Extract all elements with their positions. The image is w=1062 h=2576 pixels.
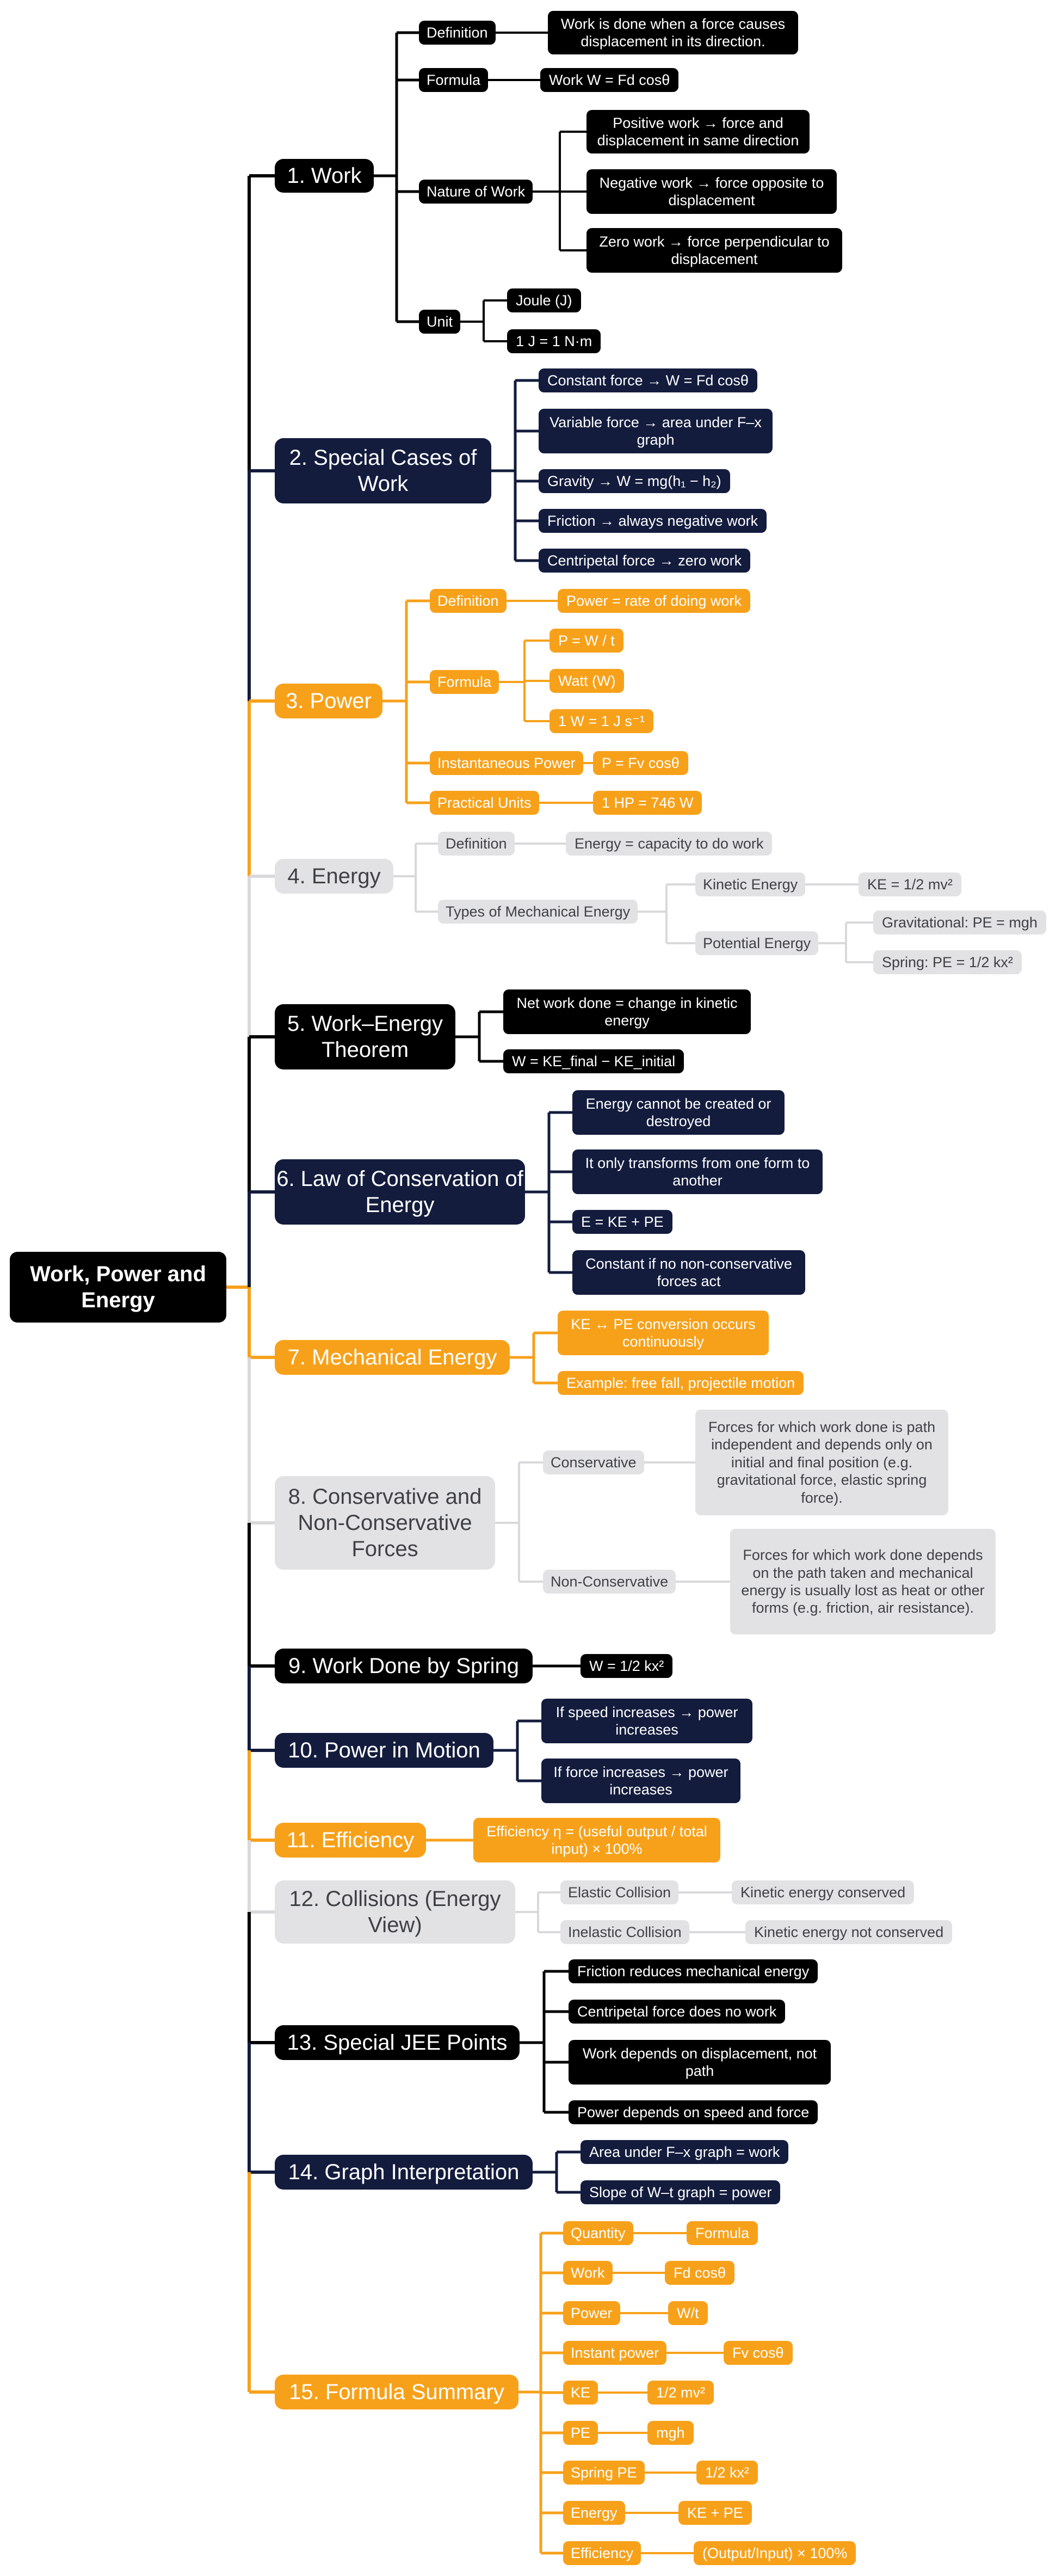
example-free-fall-text[interactable]: Example: free fall, projectile motion [558, 1371, 804, 1395]
watt-text[interactable]: Watt (W) [549, 669, 625, 693]
horsepower-text[interactable]: 1 HP = 746 W [593, 791, 702, 815]
ke-pe-conversion-text[interactable]: KE ↔ PE conversion occurs continuously [558, 1311, 769, 1355]
practical-units-label[interactable]: Practical Units [430, 791, 539, 815]
negative-work-text[interactable]: Negative work → force opposite to displa… [586, 169, 837, 214]
topic-formula-summary[interactable]: 15. Formula Summary [275, 2375, 518, 2409]
summary-efficiency-label[interactable]: Efficiency [563, 2541, 641, 2565]
summary-instant-power-formula[interactable]: Fv cosθ [724, 2341, 793, 2365]
summary-energy-label[interactable]: Energy [563, 2501, 625, 2525]
summary-formula-header[interactable]: Formula [687, 2221, 758, 2245]
summary-spring-pe-label[interactable]: Spring PE [563, 2461, 645, 2485]
speed-power-text[interactable]: If speed increases → power increases [541, 1699, 752, 1743]
gravity-work-text[interactable]: Gravity → W = mg(h₁ − h₂) [539, 469, 730, 493]
watt-definition-text[interactable]: 1 W = 1 J s⁻¹ [549, 709, 654, 733]
summary-ke-formula[interactable]: 1/2 mv² [647, 2381, 714, 2405]
summary-instant-power-label[interactable]: Instant power [563, 2341, 667, 2365]
joule-definition-text[interactable]: 1 J = 1 N·m [507, 329, 601, 353]
zero-work-text[interactable]: Zero work → force perpendicular to displ… [586, 228, 842, 273]
elastic-collision-label[interactable]: Elastic Collision [560, 1880, 679, 1904]
efficiency-formula[interactable]: Efficiency η = (useful output / total in… [473, 1818, 720, 1862]
topic-special-jee-points[interactable]: 13. Special JEE Points [275, 2025, 520, 2060]
positive-work-text[interactable]: Positive work → force and displacement i… [586, 110, 810, 153]
summary-work-formula[interactable]: Fd cosθ [665, 2261, 735, 2285]
inelastic-collision-text[interactable]: Kinetic energy not conserved [745, 1920, 953, 1944]
energy-transforms-text[interactable]: It only transforms from one form to anot… [572, 1149, 823, 1194]
non-conservative-description[interactable]: Forces for which work done depends on th… [730, 1529, 996, 1634]
topic-work-energy-theorem[interactable]: 5. Work–Energy Theorem [275, 1004, 455, 1069]
topic-conservative-forces[interactable]: 8. Conservative and Non-Conservative For… [275, 1476, 495, 1570]
slope-graph-text[interactable]: Slope of W–t graph = power [581, 2180, 781, 2204]
constant-force-text[interactable]: Constant force → W = Fd cosθ [539, 368, 757, 392]
power-formula-text[interactable]: P = W / t [549, 629, 623, 653]
topic-efficiency[interactable]: 11. Efficiency [275, 1823, 426, 1858]
non-conservative-label[interactable]: Non-Conservative [543, 1570, 676, 1594]
friction-work-text[interactable]: Friction → always negative work [539, 509, 767, 533]
joule-text[interactable]: Joule (J) [507, 288, 581, 312]
instantaneous-power-text[interactable]: P = Fv cosθ [593, 751, 688, 775]
summary-quantity-header[interactable]: Quantity [563, 2221, 633, 2245]
work-displacement-text[interactable]: Work depends on displacement, not path [569, 2040, 831, 2085]
summary-efficiency-formula[interactable]: (Output/Input) × 100% [694, 2541, 856, 2565]
instantaneous-power-label[interactable]: Instantaneous Power [430, 751, 583, 775]
topic-power-in-motion[interactable]: 10. Power in Motion [275, 1733, 493, 1768]
work-definition-text[interactable]: Work is done when a force causes displac… [548, 11, 798, 54]
potential-energy-label[interactable]: Potential Energy [695, 931, 819, 955]
topic-power[interactable]: 3. Power [275, 684, 382, 718]
conservative-description[interactable]: Forces for which work done is path indep… [695, 1410, 948, 1515]
gravitational-pe-formula[interactable]: Gravitational: PE = mgh [873, 911, 1046, 935]
kinetic-energy-label[interactable]: Kinetic Energy [695, 872, 806, 896]
force-power-text[interactable]: If force increases → power increases [541, 1759, 740, 1803]
kinetic-energy-formula[interactable]: KE = 1/2 mv² [859, 872, 961, 896]
centripetal-work-text[interactable]: Centripetal force → zero work [539, 549, 751, 573]
power-speed-force-text[interactable]: Power depends on speed and force [569, 2100, 818, 2124]
root-topic[interactable]: Work, Power and Energy [10, 1252, 226, 1323]
summary-energy-formula[interactable]: KE + PE [678, 2501, 752, 2525]
elastic-collision-text[interactable]: Kinetic energy conserved [732, 1880, 915, 1904]
summary-work-label[interactable]: Work [563, 2261, 613, 2285]
friction-energy-text[interactable]: Friction reduces mechanical energy [569, 1959, 818, 1983]
energy-not-created-text[interactable]: Energy cannot be created or destroyed [572, 1090, 785, 1135]
work-unit-label[interactable]: Unit [419, 310, 461, 334]
energy-constant-text[interactable]: Constant if no non-conservative forces a… [572, 1250, 805, 1295]
topic-mechanical-energy[interactable]: 7. Mechanical Energy [275, 1340, 510, 1375]
inelastic-collision-label[interactable]: Inelastic Collision [560, 1920, 689, 1944]
topic-collisions[interactable]: 12. Collisions (Energy View) [275, 1880, 515, 1944]
work-energy-equation[interactable]: W = KE_final − KE_initial [503, 1049, 684, 1073]
power-formula-label[interactable]: Formula [430, 670, 499, 694]
summary-spring-pe-formula[interactable]: 1/2 kx² [696, 2461, 758, 2485]
net-work-text[interactable]: Net work done = change in kinetic energy [503, 989, 751, 1034]
summary-power-formula[interactable]: W/t [668, 2301, 708, 2325]
summary-power-label[interactable]: Power [563, 2301, 620, 2325]
conservative-label[interactable]: Conservative [543, 1450, 644, 1474]
topic-energy[interactable]: 4. Energy [275, 859, 393, 894]
variable-force-text[interactable]: Variable force → area under F–x graph [539, 409, 773, 453]
work-formula-text[interactable]: Work W = Fd cosθ [540, 68, 679, 92]
power-definition-label[interactable]: Definition [430, 589, 507, 613]
summary-pe-formula[interactable]: mgh [647, 2421, 694, 2445]
spring-work-formula[interactable]: W = 1/2 kx² [581, 1654, 673, 1678]
summary-pe-label[interactable]: PE [563, 2421, 598, 2445]
summary-ke-label[interactable]: KE [563, 2381, 598, 2405]
topic-special-cases[interactable]: 2. Special Cases of Work [275, 438, 491, 503]
mechanical-energy-types-label[interactable]: Types of Mechanical Energy [438, 900, 638, 924]
work-formula-label[interactable]: Formula [419, 68, 489, 92]
topic-work[interactable]: 1. Work [275, 159, 374, 193]
topic-graph-interpretation[interactable]: 14. Graph Interpretation [275, 2155, 533, 2190]
centripetal-force-text[interactable]: Centripetal force does no work [569, 2000, 786, 2024]
power-definition-text[interactable]: Power = rate of doing work [558, 589, 750, 613]
energy-definition-text[interactable]: Energy = capacity to do work [566, 832, 773, 856]
work-definition-label[interactable]: Definition [419, 21, 496, 45]
topic-conservation-of-energy[interactable]: 6. Law of Conservation of Energy [275, 1159, 525, 1225]
work-nature-label[interactable]: Nature of Work [419, 180, 533, 204]
energy-definition-label[interactable]: Definition [438, 832, 515, 856]
topic-spring-work[interactable]: 9. Work Done by Spring [275, 1649, 533, 1683]
total-energy-equation[interactable]: E = KE + PE [572, 1210, 672, 1234]
area-graph-text[interactable]: Area under F–x graph = work [581, 2140, 789, 2164]
spring-pe-formula[interactable]: Spring: PE = 1/2 kx² [873, 950, 1022, 974]
